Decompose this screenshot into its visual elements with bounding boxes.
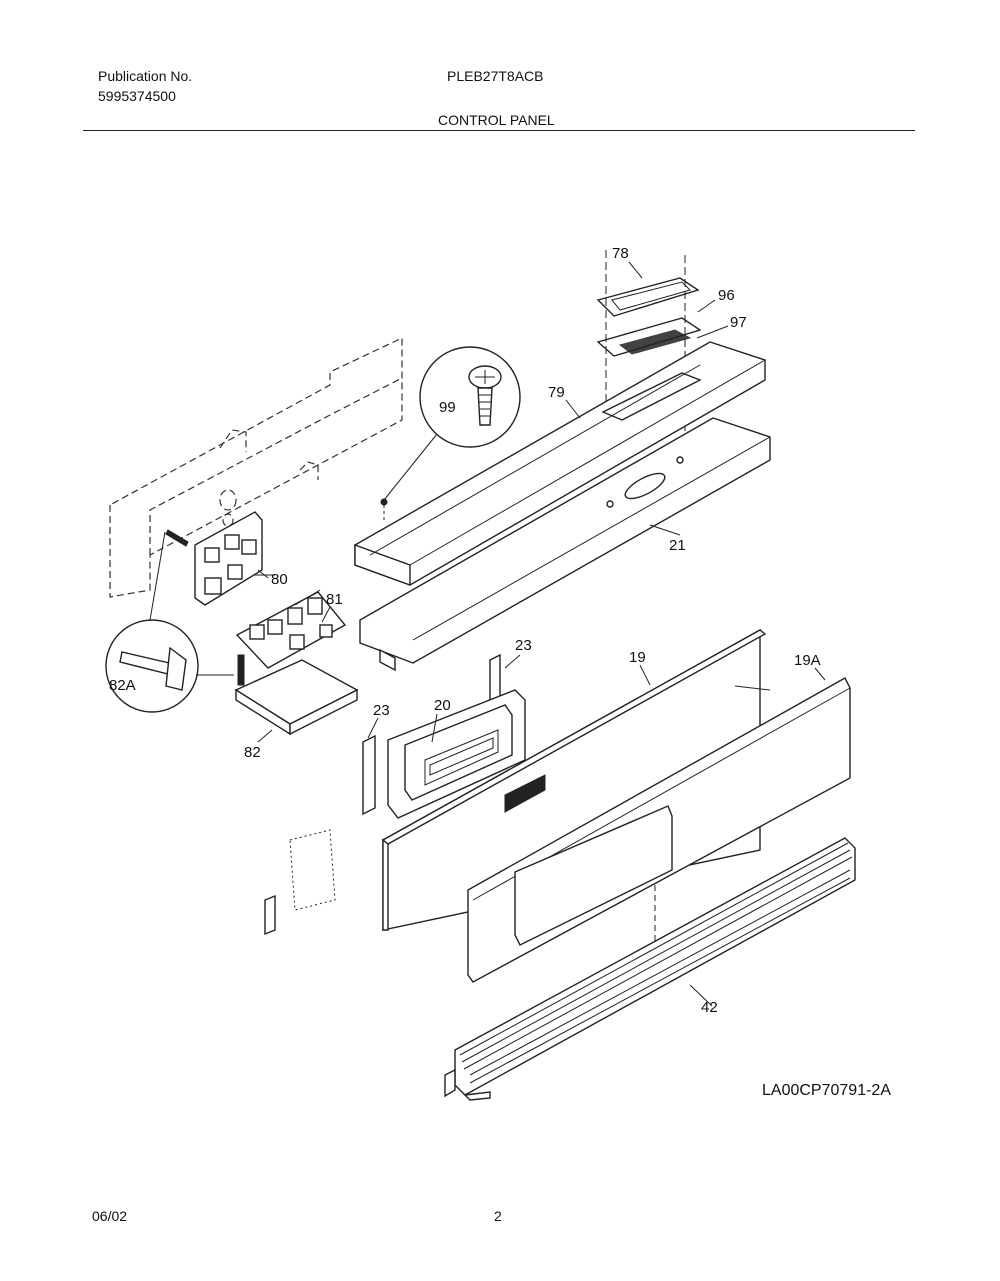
callout-23-lower: 23	[373, 702, 390, 719]
drawing-code: LA00CP70791-2A	[762, 1082, 891, 1099]
callout-42: 42	[701, 999, 718, 1016]
callout-82a: 82A	[109, 677, 136, 694]
callout-79: 79	[548, 384, 565, 401]
end-trim-piece	[264, 829, 336, 936]
callout-80: 80	[271, 571, 288, 588]
callout-labels: 78 96 97 99 79 21 80 81 23 19 19A 82A 82…	[109, 245, 821, 1016]
callout-99: 99	[439, 399, 456, 416]
vent-grille-42	[444, 837, 856, 1101]
header-rule	[83, 130, 915, 131]
callout-19a: 19A	[794, 652, 821, 669]
callout-82: 82	[244, 744, 261, 761]
display-module-20	[387, 689, 526, 819]
relay-board-81	[235, 589, 347, 669]
section-title: CONTROL PANEL	[438, 112, 555, 128]
bracket-23-lower	[362, 734, 376, 816]
control-panel-top-79	[354, 341, 766, 586]
detail-circle-99	[380, 346, 521, 520]
footer-page-number: 2	[494, 1208, 502, 1224]
publication-label: Publication No.	[98, 68, 193, 84]
footer-date: 06/02	[92, 1208, 128, 1224]
callout-21: 21	[669, 537, 686, 554]
callout-96: 96	[718, 287, 735, 304]
callout-leaders	[257, 261, 826, 1007]
callout-20: 20	[434, 697, 451, 714]
callout-97: 97	[730, 314, 747, 331]
mounting-bracket-82	[234, 654, 359, 736]
detail-circle-82a	[105, 531, 234, 713]
callout-78: 78	[612, 245, 629, 262]
trim-cap-78	[596, 277, 700, 317]
model-number: PLEB27T8ACB	[447, 68, 544, 84]
callout-81: 81	[326, 591, 343, 608]
gasket-97	[618, 329, 692, 355]
control-board-80	[165, 511, 275, 606]
back-panel-outline	[109, 337, 403, 598]
callout-19: 19	[629, 649, 646, 666]
control-panel-channel-21	[359, 417, 771, 672]
publication-number: 5995374500	[98, 88, 176, 104]
callout-23-upper: 23	[515, 637, 532, 654]
